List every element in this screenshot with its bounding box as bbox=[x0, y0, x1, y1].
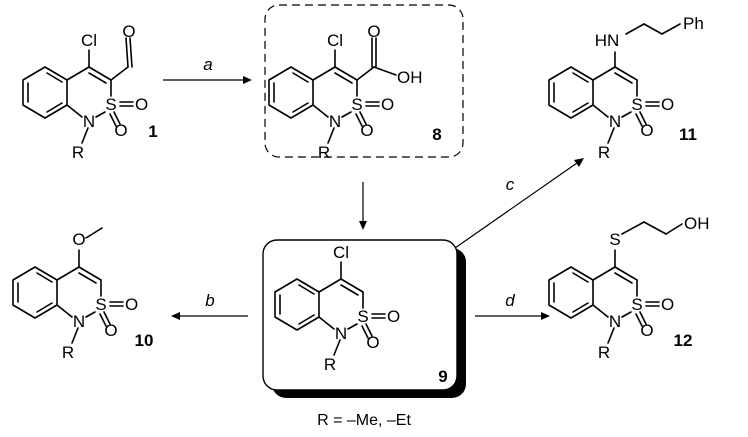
reaction-arrow-b bbox=[171, 312, 248, 320]
compound-8-id: 8 bbox=[432, 125, 441, 144]
reaction-label-d: d bbox=[505, 291, 515, 310]
compound-8-o-bottom: O bbox=[360, 121, 373, 140]
compound-11-o-bottom: O bbox=[640, 121, 653, 140]
compound-12-id: 12 bbox=[674, 331, 693, 350]
compound-11-r: R bbox=[598, 143, 610, 162]
reaction-label-a: a bbox=[203, 55, 212, 74]
compound-10-id: 10 bbox=[135, 331, 154, 350]
reaction-arrow-d bbox=[475, 312, 550, 320]
compound-1: Cl O S O O N R 1 bbox=[22, 22, 158, 162]
compound-10-o-right: O bbox=[125, 295, 138, 314]
compound-12-n: N bbox=[609, 312, 621, 331]
compound-9-o-bottom: O bbox=[366, 333, 379, 352]
compound-9-id: 9 bbox=[438, 367, 447, 386]
compound-12-thio-s: S bbox=[609, 230, 620, 249]
compound-8-r: R bbox=[318, 143, 330, 162]
compound-8-o-right: O bbox=[381, 95, 394, 114]
compound-11-n: N bbox=[609, 112, 621, 131]
compound-1-o-right: O bbox=[135, 95, 148, 114]
compound-9-s: S bbox=[357, 307, 368, 326]
compound-11-hn: HN bbox=[595, 31, 620, 50]
compound-9-r: R bbox=[324, 355, 336, 374]
compound-1-r: R bbox=[72, 143, 84, 162]
compound-12-o-bottom: O bbox=[640, 321, 653, 340]
compound-11-id: 11 bbox=[679, 125, 697, 144]
compound-12-oh: OH bbox=[684, 214, 710, 233]
compound-9-n: N bbox=[335, 324, 347, 343]
compound-11-o-right: O bbox=[661, 95, 674, 114]
compound-11-ph: Ph bbox=[683, 14, 704, 33]
compound-12-o-right: O bbox=[661, 295, 674, 314]
compound-1-n: N bbox=[83, 112, 95, 131]
compound-8-n: N bbox=[329, 112, 341, 131]
compound-11: HN Ph S O O N R 11 bbox=[548, 14, 704, 162]
compound-10-r: R bbox=[62, 343, 74, 362]
compound-8-acid-o: O bbox=[367, 22, 380, 41]
compound-9-o-right: O bbox=[387, 307, 400, 326]
reaction-label-b: b bbox=[205, 291, 214, 310]
compound-9-box bbox=[262, 239, 458, 391]
compound-10: O S O O N R 10 bbox=[12, 227, 154, 362]
compound-1-id: 1 bbox=[148, 122, 157, 141]
compound-12-r: R bbox=[598, 343, 610, 362]
compound-12-s: S bbox=[631, 295, 642, 314]
compound-10-s: S bbox=[95, 295, 106, 314]
compound-8-oh: OH bbox=[397, 68, 423, 87]
r-group-footnote: R = –Me, –Et bbox=[317, 412, 411, 429]
compound-1-aldehyde-o: O bbox=[122, 22, 135, 41]
compound-8-s: S bbox=[351, 95, 362, 114]
compound-8-dashed-box bbox=[264, 4, 464, 158]
compound-9-cl: Cl bbox=[333, 243, 349, 262]
compound-11-s: S bbox=[631, 95, 642, 114]
compound-10-n: N bbox=[73, 312, 85, 331]
compound-9: Cl S O O N R 9 bbox=[274, 243, 448, 386]
compound-1-s: S bbox=[105, 95, 116, 114]
compound-1-o-bottom: O bbox=[114, 121, 127, 140]
reaction-label-c: c bbox=[506, 175, 515, 194]
compound-1-skeleton bbox=[22, 37, 134, 144]
compound-8: Cl O OH S O O N R 8 bbox=[268, 22, 442, 162]
compound-1-cl: Cl bbox=[81, 31, 97, 50]
compound-10-o-bottom: O bbox=[104, 321, 117, 340]
reaction-arrow-8-to-9 bbox=[359, 182, 367, 230]
compound-8-cl: Cl bbox=[327, 31, 343, 50]
compound-10-methoxy-o: O bbox=[72, 230, 85, 249]
compound-12: S OH S O O N R 12 bbox=[548, 214, 710, 362]
reaction-arrow-c bbox=[454, 158, 584, 249]
reaction-arrow-a bbox=[163, 76, 252, 84]
